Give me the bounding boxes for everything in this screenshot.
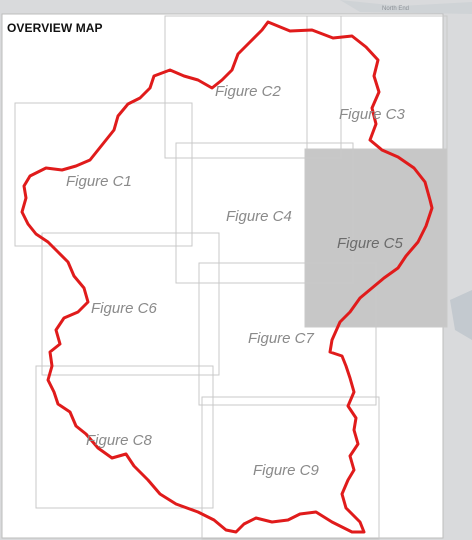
figure-c2-label[interactable]: Figure C2 bbox=[215, 83, 282, 100]
figure-c5-label[interactable]: Figure C5 bbox=[337, 235, 404, 252]
figure-c6-extent[interactable] bbox=[41, 232, 220, 376]
figure-c8-label[interactable]: Figure C8 bbox=[86, 432, 153, 449]
figure-c7-extent[interactable] bbox=[198, 262, 377, 406]
figure-c9-label[interactable]: Figure C9 bbox=[253, 462, 320, 479]
figure-c2-extent[interactable] bbox=[164, 15, 342, 159]
study-area-boundary bbox=[20, 20, 434, 534]
figure-labels: Figure C1 Figure C2 Figure C3 Figure C4 … bbox=[66, 83, 406, 479]
figure-c1-extent[interactable] bbox=[14, 102, 193, 247]
map-title: OVERVIEW MAP bbox=[7, 21, 103, 35]
basemap-water bbox=[450, 290, 472, 340]
figure-c4-extent[interactable] bbox=[175, 142, 354, 284]
figure-extents bbox=[14, 15, 448, 540]
basemap-corner-label: North End bbox=[382, 6, 409, 12]
basemap-road bbox=[340, 0, 472, 14]
figure-c7-label[interactable]: Figure C7 bbox=[248, 330, 315, 347]
figure-c8-extent[interactable] bbox=[35, 365, 214, 509]
figure-c4-label[interactable]: Figure C4 bbox=[226, 208, 292, 225]
figure-c6-label[interactable]: Figure C6 bbox=[91, 300, 158, 317]
figure-c1-label[interactable]: Figure C1 bbox=[66, 173, 132, 190]
figure-c9-extent[interactable] bbox=[201, 396, 380, 540]
figure-c3-label[interactable]: Figure C3 bbox=[339, 106, 406, 123]
